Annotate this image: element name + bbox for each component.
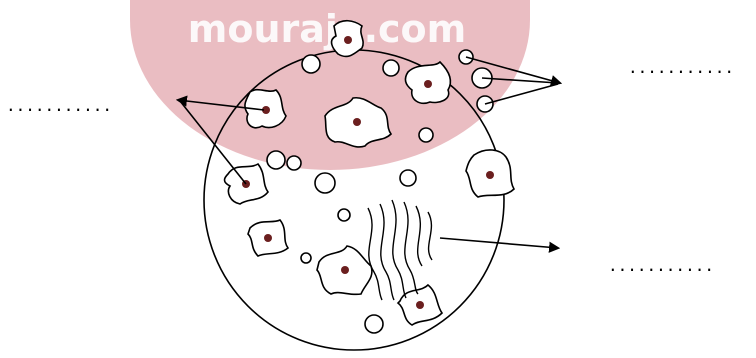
small-circle <box>301 253 311 263</box>
small-circle <box>338 209 350 221</box>
cell <box>225 164 269 204</box>
cell <box>405 62 450 103</box>
small-circle <box>419 128 433 142</box>
watermark: mouraja.com <box>130 0 530 170</box>
watermark-text: mouraja.com <box>188 7 466 51</box>
small-circle <box>383 60 399 76</box>
small-circle <box>267 151 285 169</box>
label-blank-left: ........... <box>6 96 112 115</box>
small-circle <box>315 173 335 193</box>
label-blank-top-right: ........... <box>628 58 734 77</box>
label-blank-bottom-right: ........... <box>608 256 714 275</box>
small-circle <box>302 55 320 73</box>
cell <box>248 220 288 256</box>
cell <box>466 150 514 197</box>
cell <box>317 246 372 294</box>
small-circle <box>365 315 383 333</box>
cell <box>332 21 364 57</box>
cell <box>398 285 442 325</box>
small-circle <box>287 156 301 170</box>
fibers <box>368 200 432 300</box>
small-circle <box>400 170 416 186</box>
